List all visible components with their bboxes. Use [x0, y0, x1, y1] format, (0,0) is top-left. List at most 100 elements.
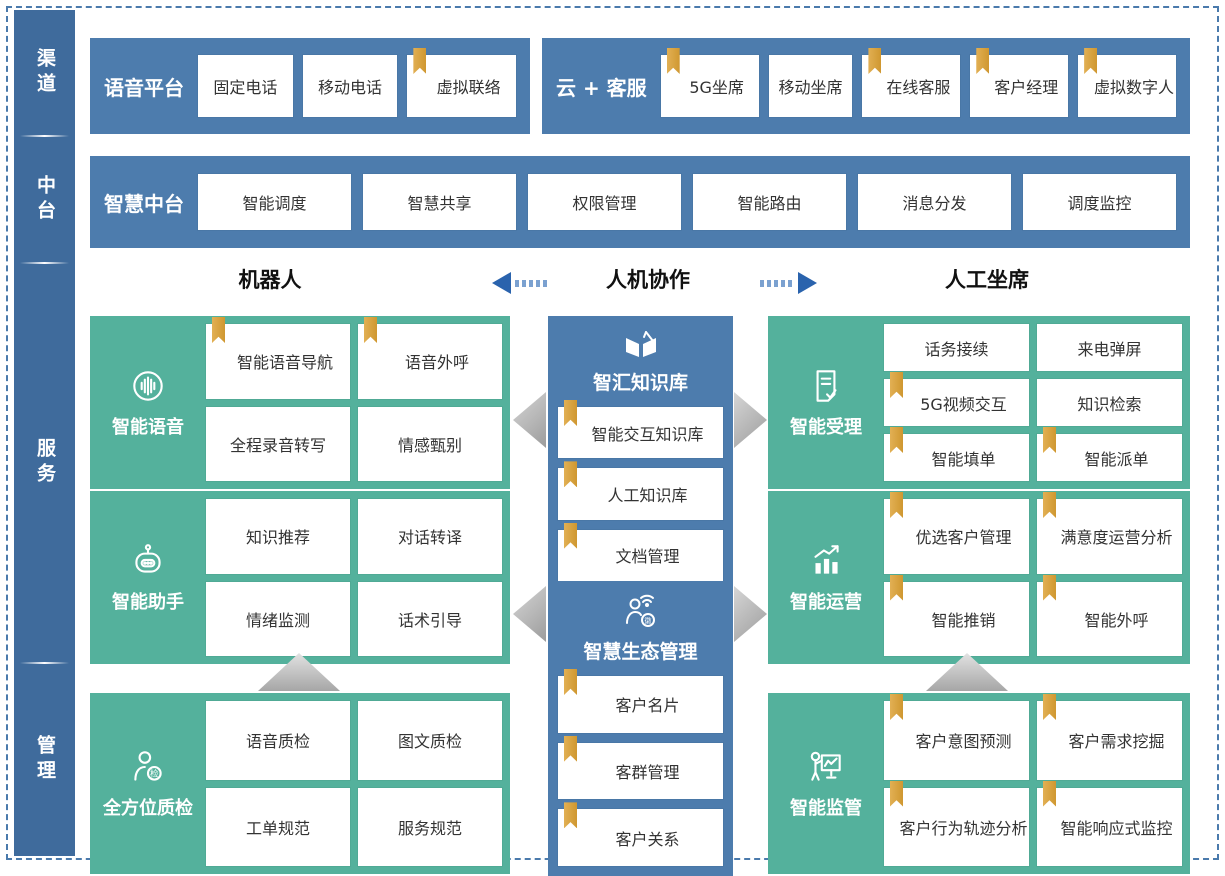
feature-box: 语音外呼: [358, 317, 502, 399]
feature-box-label: 工单规范: [245, 818, 310, 838]
feature-box: 智能调度: [198, 174, 351, 230]
bookmark-icon: [413, 48, 427, 74]
svg-text:检: 检: [150, 768, 159, 778]
feature-box-label: 智能路由: [737, 194, 802, 213]
feature-box-label: 知识推荐: [245, 528, 310, 548]
feature-box: 智能交互知识库: [558, 400, 723, 459]
feature-box-label: 智慧共享: [407, 194, 472, 213]
arrow-right-dashes-icon: [760, 279, 794, 287]
chevron-left-icon: [513, 586, 546, 642]
feature-box-label: 在线客服: [886, 78, 951, 97]
quality-inspection-items: 语音质检 图文质检 工单规范 服务规范: [206, 701, 502, 866]
feature-box: 固定电话: [198, 55, 293, 117]
feature-box-label: 来电弹屏: [1077, 339, 1142, 359]
feature-box: 在线客服: [862, 48, 961, 117]
feature-box: 情绪监测: [206, 581, 350, 656]
feature-box-label: 客户经理: [994, 78, 1059, 97]
sidebar-divider: [20, 662, 69, 664]
arrow-left-icon: [492, 272, 549, 294]
smart-assistant-items: 知识推荐 对话转译 情绪监测 话术引导: [206, 499, 502, 656]
diagram-frame: 渠道 中台 服务 管理 语音平台 固定电话 移动电话 虚拟联络: [6, 6, 1219, 876]
feature-box: 调度监控: [1023, 174, 1176, 230]
feature-box-label: 固定电话: [213, 78, 278, 97]
feature-box-label: 服务规范: [397, 818, 462, 838]
bookmark-icon: [364, 317, 377, 343]
feature-box: 移动坐席: [768, 55, 853, 117]
smart-operation-items: 优选客户管理 满意度运营分析 智能推销 智能外呼: [884, 492, 1182, 656]
feature-box-label: 客户行为轨迹分析: [899, 818, 1028, 838]
feature-box-label: 全程录音转写: [229, 435, 326, 455]
arrow-left-dashes-icon: [515, 279, 549, 287]
feature-box-label: 话务接续: [924, 339, 989, 359]
sidebar-divider: [20, 262, 69, 264]
feature-box: 智慧共享: [363, 174, 516, 230]
feature-box: 客群管理: [558, 735, 723, 800]
feature-box: 5G坐席: [660, 48, 759, 117]
feature-box: 服务规范: [358, 787, 502, 866]
bookmark-icon: [890, 574, 903, 601]
cloud-service-items: 5G坐席 移动坐席 在线客服 客户经理 虚拟数字人: [660, 48, 1176, 117]
feature-box-label: 智能外呼: [1084, 610, 1149, 630]
feature-box-label: 客户意图预测: [915, 732, 1012, 752]
feature-box: 智能路由: [693, 174, 846, 230]
feature-box-label: 5G视频交互: [920, 394, 1007, 414]
collaboration-title: 人机协作: [606, 268, 690, 292]
smart-voice-header: 智能语音: [98, 324, 198, 481]
feature-box: 全程录音转写: [206, 406, 350, 481]
smart-assistant-header: 智能助手: [98, 499, 198, 656]
feature-box-label: 权限管理: [572, 194, 637, 213]
feature-box: 知识推荐: [206, 499, 350, 574]
bookmark-icon: [212, 317, 225, 343]
feature-box-label: 智能响应式监控: [1060, 818, 1173, 838]
feature-box-label: 情感甄别: [397, 435, 462, 455]
bookmark-icon: [564, 735, 577, 762]
chevron-left-icon: [513, 392, 546, 448]
bookmark-icon: [1084, 48, 1098, 74]
cloud-service-banner: 云 + 客服 5G坐席 移动坐席 在线客服 客户经理 虚拟数字人: [542, 38, 1190, 134]
main-content: 语音平台 固定电话 移动电话 虚拟联络 云 + 客服 5G坐席 移动坐席 在线客…: [90, 16, 1190, 876]
feature-box-label: 语音外呼: [404, 353, 469, 373]
feature-box: 智能响应式监控: [1037, 780, 1182, 866]
smart-acceptance-header: 智能受理: [776, 324, 876, 481]
bookmark-icon: [890, 372, 903, 398]
feature-box: 智能外呼: [1037, 574, 1182, 656]
knowledge-column: 智汇知识库 智能交互知识库 人工知识库 文档管理 徽 智慧生态管理: [548, 316, 733, 876]
feature-box: 智能填单: [884, 427, 1029, 481]
feature-box: 情感甄别: [358, 406, 502, 481]
channel-row: 语音平台 固定电话 移动电话 虚拟联络 云 + 客服 5G坐席 移动坐席 在线客…: [90, 38, 1190, 134]
svg-text:徽: 徽: [644, 616, 651, 625]
feature-box: 知识检索: [1037, 379, 1182, 426]
smart-supervision-header: 智能监管: [776, 701, 876, 866]
sidebar-item-middle-platform: 中台: [14, 137, 75, 262]
feature-box-label: 虚拟数字人: [1094, 78, 1175, 97]
sidebar-label: 服务: [34, 438, 56, 488]
middle-platform-banner: 智慧中台 智能调度 智慧共享 权限管理 智能路由 消息分发 调度监控: [90, 156, 1190, 248]
feature-box-label: 消息分发: [902, 194, 967, 213]
middle-platform-title: 智慧中台: [104, 191, 184, 216]
sidebar-divider: [20, 135, 69, 137]
feature-box-label: 智能派单: [1084, 449, 1149, 469]
bookmark-icon: [564, 400, 577, 426]
feature-box: 智能派单: [1037, 427, 1182, 481]
knowledge-base-header: 智汇知识库: [558, 324, 723, 397]
feature-box-label: 智能调度: [242, 194, 307, 213]
feature-box: 虚拟联络: [407, 48, 517, 117]
sidebar-label: 渠道: [34, 47, 56, 98]
feature-box-label: 优选客户管理: [915, 528, 1012, 548]
feature-box: 工单规范: [206, 787, 350, 866]
smart-operation-header: 智能运营: [776, 499, 876, 656]
bookmark-icon: [564, 669, 577, 695]
bookmark-icon: [1043, 492, 1056, 518]
bookmark-icon: [564, 461, 577, 488]
smart-supervision-items: 客户意图预测 客户需求挖掘 客户行为轨迹分析 智能响应式监控: [884, 694, 1182, 866]
ecosystem-icon: 徽: [620, 593, 662, 633]
chevron-right-icon: [734, 586, 767, 642]
feature-box-label: 文档管理: [615, 547, 680, 567]
acceptance-icon: [806, 366, 846, 406]
bookmark-icon: [1043, 427, 1056, 453]
knowledge-icon: [620, 328, 662, 364]
feature-box-label: 满意度运营分析: [1060, 528, 1173, 548]
feature-box-label: 智能填单: [931, 449, 996, 469]
knowledge-base-items: 智能交互知识库 人工知识库 文档管理: [558, 400, 723, 581]
bookmark-icon: [890, 492, 903, 518]
